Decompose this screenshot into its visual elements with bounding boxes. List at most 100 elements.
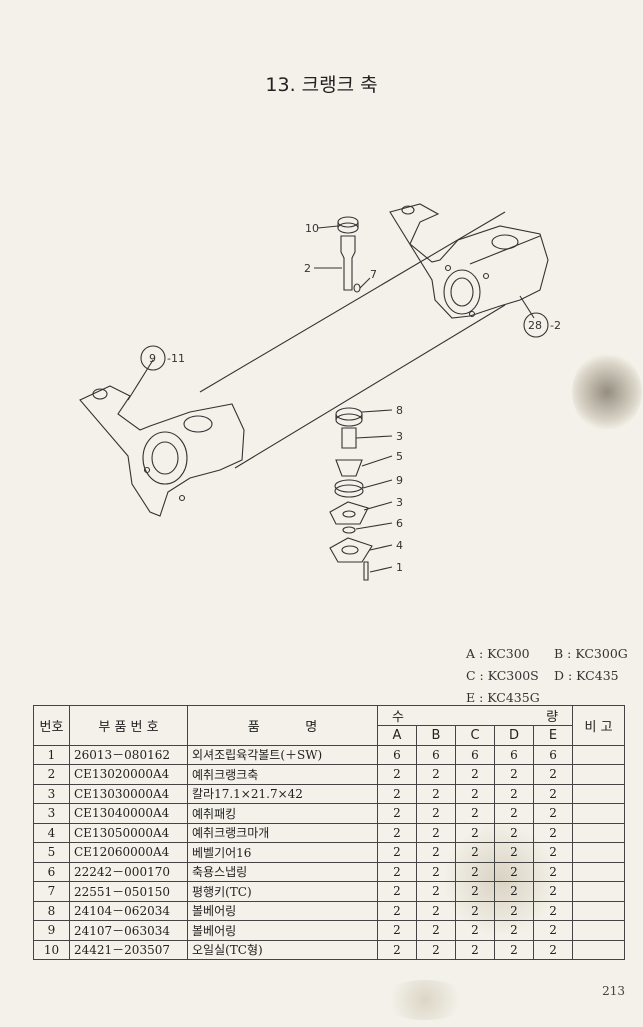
cell-qty: 2: [416, 822, 456, 843]
cell-name: 축용스냅링: [187, 861, 378, 882]
header-part-no: 부 품 번 호: [69, 705, 188, 746]
cell-qty: 2: [416, 803, 456, 824]
cell-name: 예취크랭크마개: [187, 822, 378, 843]
cell-name: 볼베어링: [187, 920, 378, 941]
cell-qty: 2: [494, 939, 534, 960]
cell-part-no: CE13050000A4: [69, 822, 188, 843]
cell-qty: 2: [494, 842, 534, 863]
cell-qty: 2: [377, 861, 417, 882]
cell-part-no: 26013－080162: [69, 744, 188, 765]
cell-part-no: CE13020000A4: [69, 764, 188, 785]
cell-qty: 2: [494, 920, 534, 941]
cell-no: 2: [33, 764, 70, 785]
header-model-e: E: [532, 725, 574, 746]
callout-1: 1: [396, 561, 403, 574]
cell-note: [572, 842, 626, 863]
cell-note: [572, 861, 626, 882]
cell-qty: 2: [494, 783, 534, 804]
cell-qty: 2: [377, 920, 417, 941]
cell-qty: 2: [455, 939, 495, 960]
cell-qty: 2: [532, 861, 574, 882]
cell-qty: 2: [416, 842, 456, 863]
cell-qty: 2: [455, 861, 495, 882]
cell-qty: 2: [416, 881, 456, 902]
cell-qty: 2: [532, 764, 574, 785]
cell-qty: 2: [416, 783, 456, 804]
callout-9: 9: [396, 474, 403, 487]
page-title: 13. 크랭크 축: [265, 74, 378, 96]
cell-part-no: CE13040000A4: [69, 803, 188, 824]
header-note: 비 고: [572, 705, 626, 746]
cell-name: 오일실(TC형): [187, 939, 378, 960]
cell-no: 3: [33, 803, 70, 824]
cell-no: 3: [33, 783, 70, 804]
callout-6: 6: [396, 517, 403, 530]
cell-qty: 6: [494, 744, 534, 765]
legend-row: E : KC435G: [466, 687, 642, 709]
cell-name: 평행키(TC): [187, 881, 378, 902]
cell-qty: 2: [455, 822, 495, 843]
cell-name: 예취패킹: [187, 803, 378, 824]
cell-name: 칼라17.1×21.7×42: [187, 783, 378, 804]
cell-qty: 2: [416, 861, 456, 882]
cell-qty: 6: [416, 744, 456, 765]
cell-qty: 6: [532, 744, 574, 765]
cell-qty: 2: [494, 822, 534, 843]
cell-part-no: 24104－062034: [69, 900, 188, 921]
header-model-c: C: [455, 725, 495, 746]
cell-qty: 2: [455, 881, 495, 902]
header-model-d: D: [494, 725, 534, 746]
header-model-a: A: [377, 725, 417, 746]
callout-3: 3: [396, 430, 403, 443]
callout-8: 8: [396, 404, 403, 417]
cell-name: 외셔조립육각볼트(＋SW): [187, 744, 378, 765]
header-quantity: 수 량: [376, 705, 574, 726]
cell-note: [572, 939, 626, 960]
cell-no: 8: [33, 900, 70, 921]
cell-qty: 2: [532, 842, 574, 863]
cell-qty: 2: [455, 764, 495, 785]
cell-qty: 2: [455, 803, 495, 824]
cell-qty: 2: [532, 822, 574, 843]
legend-item: B : KC300G: [554, 646, 628, 661]
callout-7: 7: [370, 268, 377, 281]
cell-qty: 2: [455, 842, 495, 863]
cell-part-no: 22551－050150: [69, 881, 188, 902]
cell-qty: 2: [416, 764, 456, 785]
cell-qty: 2: [494, 881, 534, 902]
callout-5: 5: [396, 450, 403, 463]
cell-qty: 2: [532, 803, 574, 824]
paper-stain: [380, 980, 470, 1020]
cell-note: [572, 881, 626, 902]
cell-part-no: CE12060000A4: [69, 842, 188, 863]
cell-no: 10: [33, 939, 70, 960]
cell-note: [572, 744, 626, 765]
cell-name: 베벨기어16: [187, 842, 378, 863]
callout-11: -11: [167, 352, 185, 365]
cell-part-no: 24107－063034: [69, 920, 188, 941]
cell-qty: 2: [377, 783, 417, 804]
callout-9-circled: 9: [149, 352, 156, 365]
cell-qty: 2: [377, 900, 417, 921]
cell-qty: 2: [532, 881, 574, 902]
cell-qty: 2: [532, 900, 574, 921]
cell-part-no: CE13030000A4: [69, 783, 188, 804]
cell-qty: 2: [455, 900, 495, 921]
cell-note: [572, 920, 626, 941]
callout-4: 4: [396, 539, 403, 552]
cell-qty: 2: [455, 920, 495, 941]
cell-qty: 2: [494, 764, 534, 785]
cell-no: 1: [33, 744, 70, 765]
legend-item: D : KC435: [554, 668, 619, 683]
callout-2b: -2: [550, 319, 561, 332]
cell-qty: 2: [377, 822, 417, 843]
cell-part-no: 22242－000170: [69, 861, 188, 882]
